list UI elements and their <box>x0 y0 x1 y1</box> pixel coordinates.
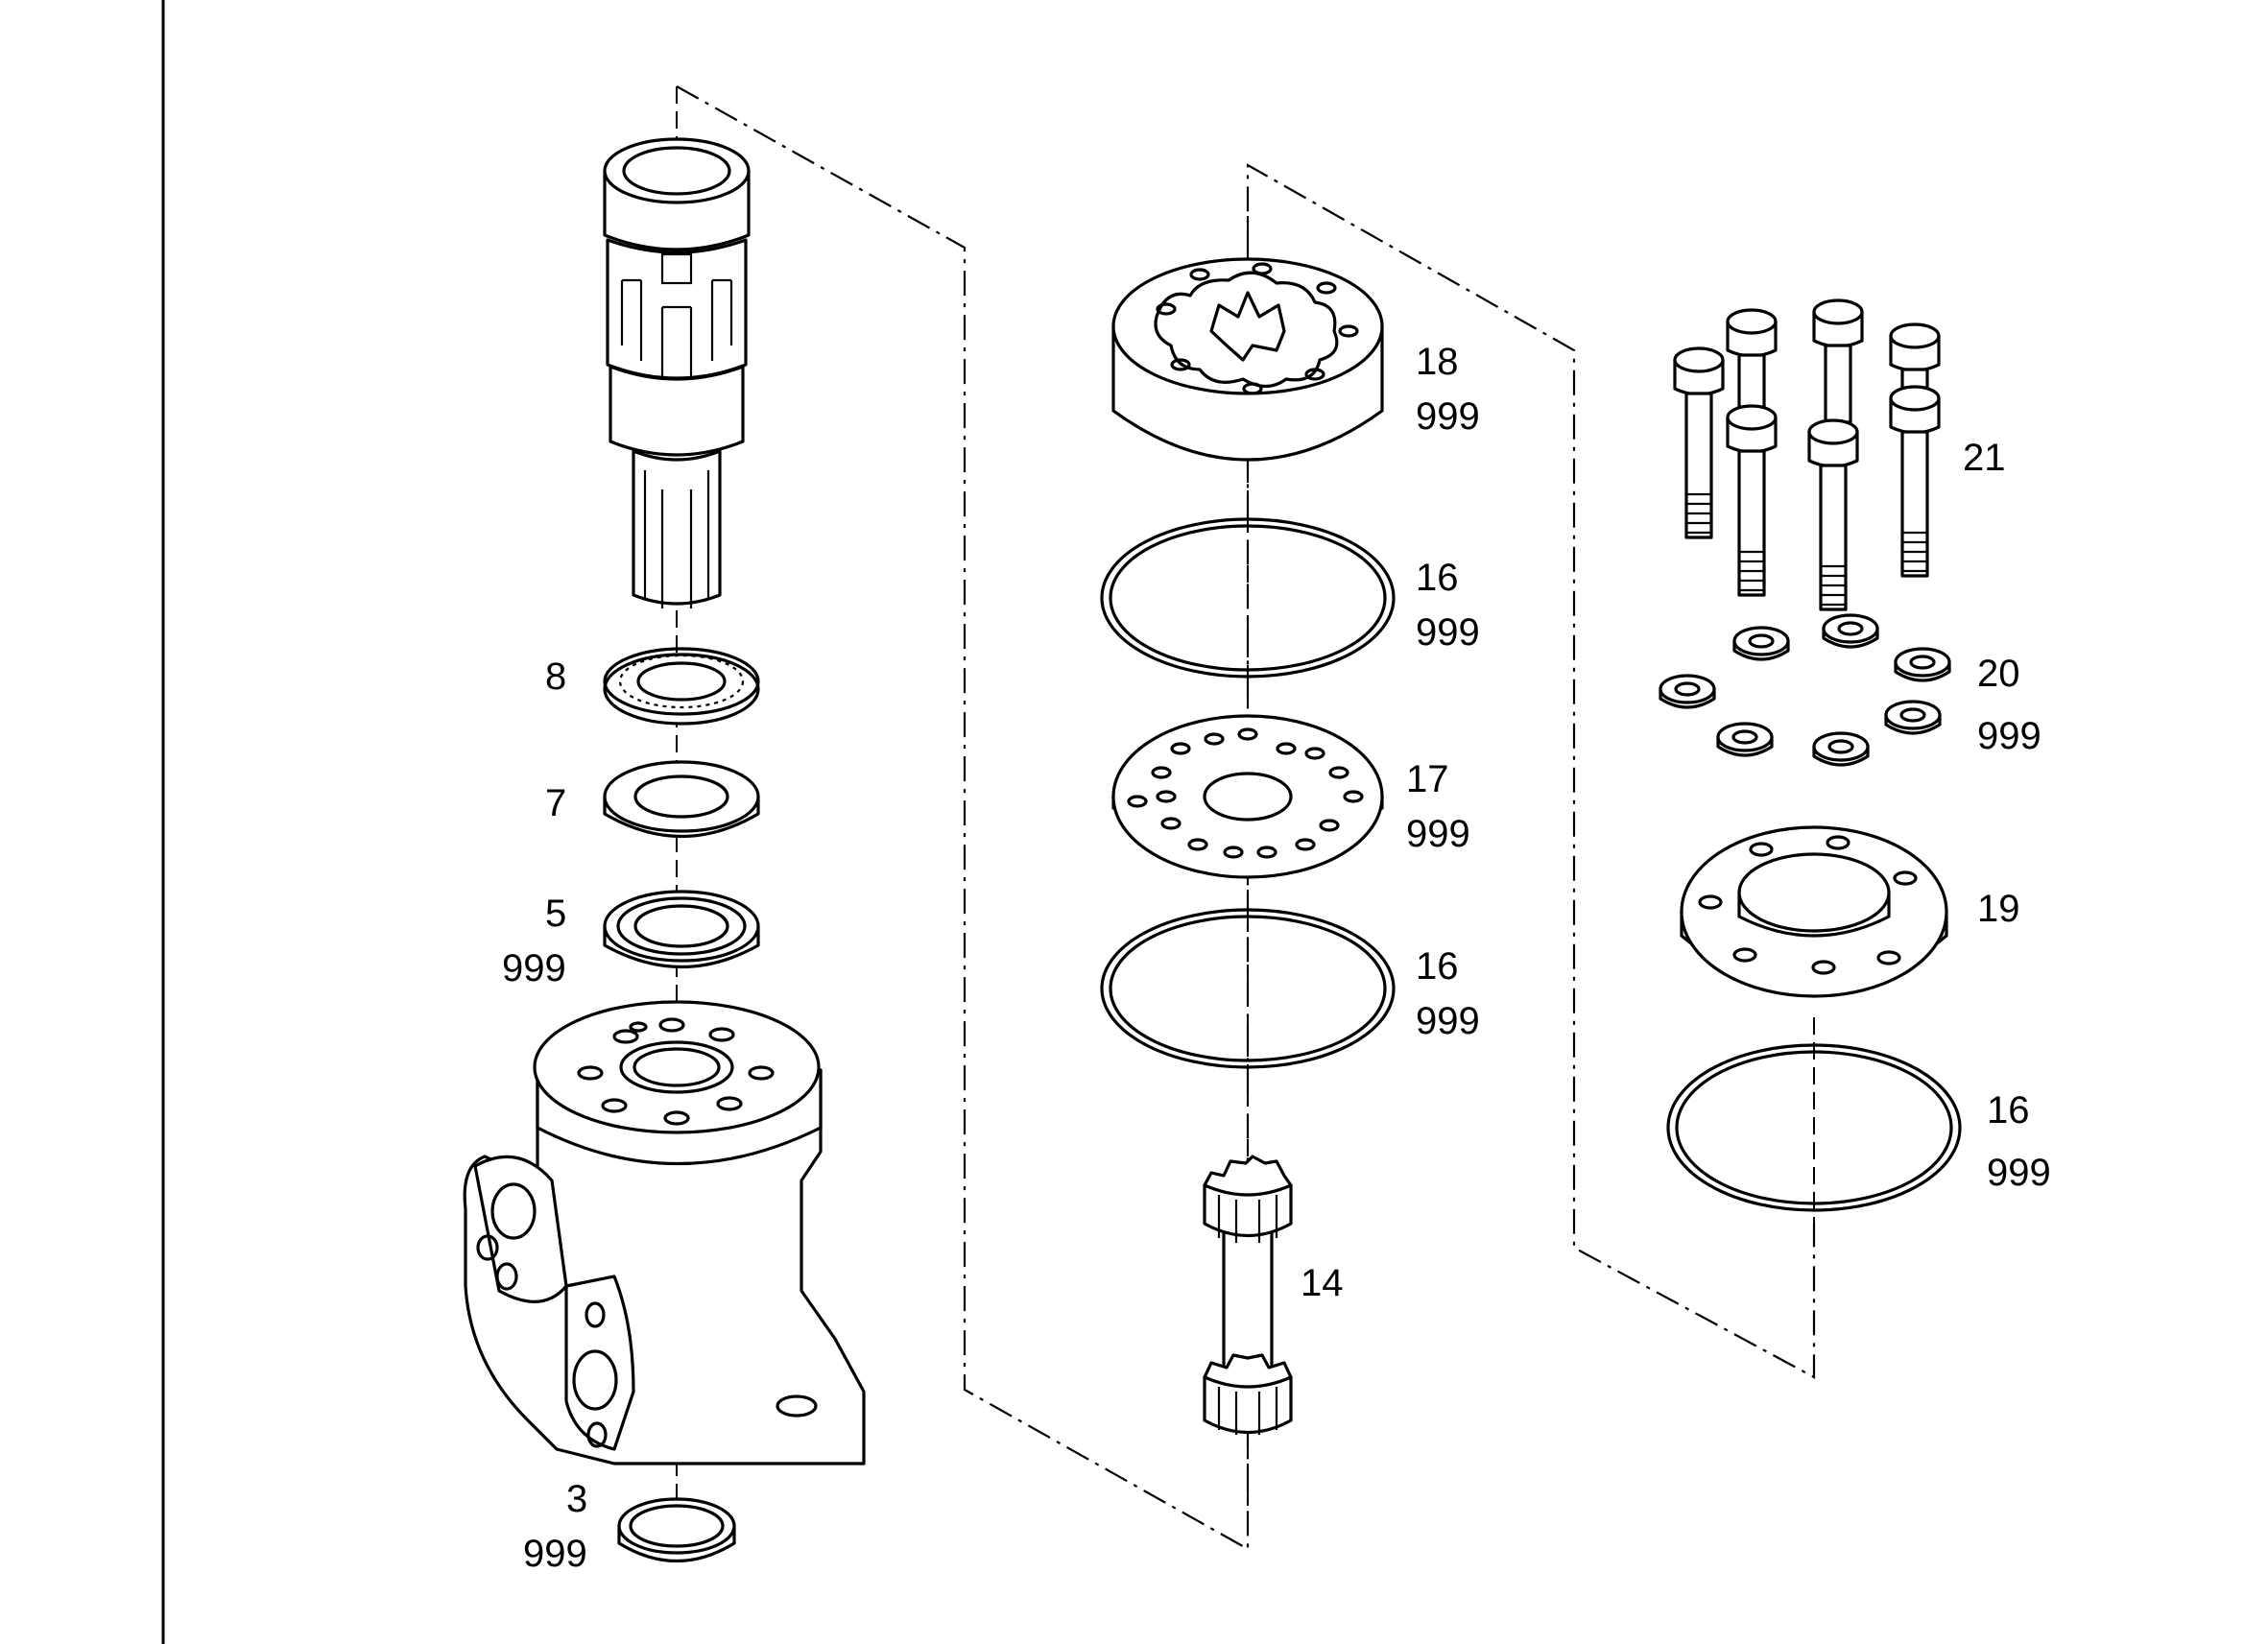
callout-labels: 8 7 5 999 3 999 18 999 16 999 17 999 16 … <box>502 341 2051 1575</box>
spool-shaft-part <box>603 137 751 608</box>
callout-17: 17 <box>1406 758 1449 800</box>
washer-set-part <box>1659 613 1951 767</box>
end-cover-part <box>1680 825 1948 998</box>
callout-16-lower: 16 <box>1987 1089 2030 1132</box>
housing-part <box>463 1000 866 1465</box>
callout-14: 14 <box>1301 1262 1344 1304</box>
o-ring-lower-part <box>1666 1043 1962 1212</box>
cardan-shaft-part <box>1203 1155 1293 1435</box>
o-ring-upper-part <box>1100 517 1396 679</box>
callout-17-qty: 999 <box>1406 813 1470 855</box>
callout-3-qty: 999 <box>523 1533 587 1575</box>
callout-16-lower-qty: 999 <box>1987 1152 2051 1194</box>
callout-18-qty: 999 <box>1416 395 1480 438</box>
callout-3: 3 <box>566 1478 587 1520</box>
callout-8: 8 <box>545 655 566 698</box>
callout-16-upper-qty: 999 <box>1416 611 1480 654</box>
distributor-plate-part <box>1111 714 1384 879</box>
assembly-guide-lines <box>676 85 1816 1551</box>
callout-16-upper: 16 <box>1416 557 1459 599</box>
callout-16-middle: 16 <box>1416 945 1459 988</box>
callout-20-qty: 999 <box>1977 715 2041 757</box>
port-seal-part <box>617 1497 736 1563</box>
thrust-washer-part <box>603 760 760 839</box>
callout-18: 18 <box>1416 341 1459 383</box>
shaft-seal-part <box>603 890 760 969</box>
callout-5: 5 <box>545 893 566 935</box>
gearwheel-set-part <box>1111 257 1384 462</box>
callout-21: 21 <box>1963 437 2006 479</box>
callout-20: 20 <box>1977 653 2020 695</box>
callout-5-qty: 999 <box>502 947 566 989</box>
o-ring-middle-part <box>1100 908 1396 1069</box>
needle-bearing-part <box>603 647 760 726</box>
bolt-set-part <box>1673 298 1941 611</box>
callout-7: 7 <box>545 782 566 824</box>
callout-16-middle-qty: 999 <box>1416 1000 1480 1042</box>
callout-19: 19 <box>1977 888 2020 930</box>
